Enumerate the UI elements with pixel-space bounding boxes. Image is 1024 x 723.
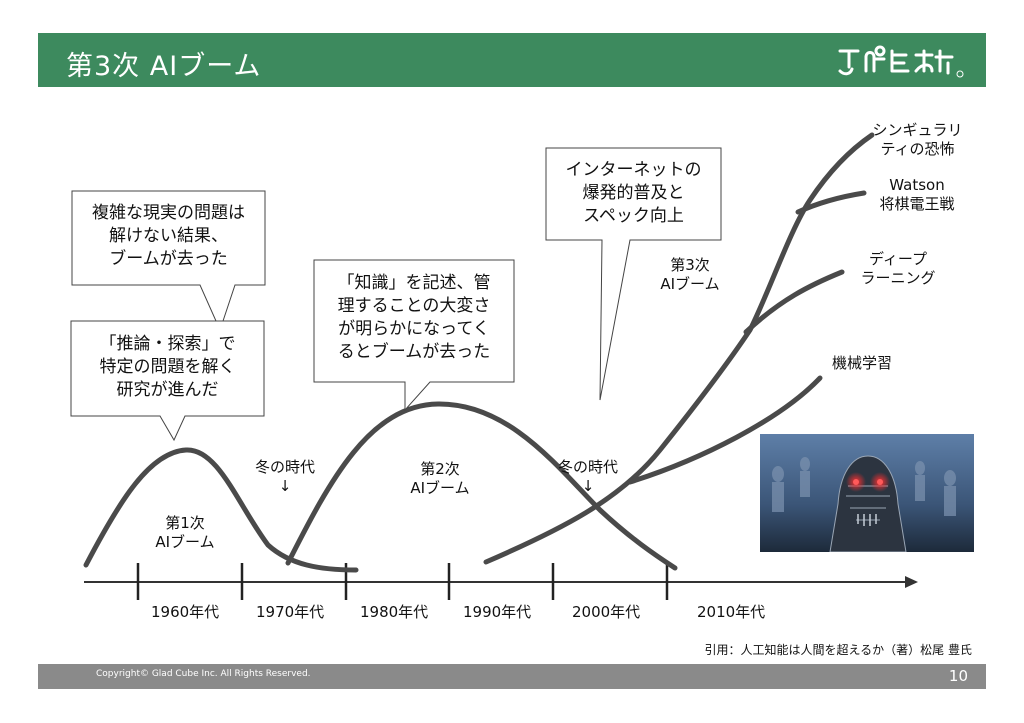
callout-box-internet [545,147,722,401]
machine-learning-branch [627,375,823,485]
decade-label-1960: 1960年代 [151,603,220,621]
boom1-label: 第1次 AIブーム [155,514,215,551]
boom3-label: 第3次 AIブーム [660,256,720,293]
slide-title: 第3次 AIブーム [66,51,262,82]
decade-label-2000: 2000年代 [572,603,641,621]
callout-box-first-research [70,320,265,442]
terminator-robot-image [760,434,974,552]
decade-label-1970: 1970年代 [256,603,325,621]
footer-bar: Copyright© Glad Cube Inc. All Rights Res… [38,664,986,689]
winter1-label: 冬の時代 ↓ [254,458,315,495]
second-boom-curve [285,401,678,571]
watson-label: Watson 将棋電王戦 [879,176,955,213]
machine-learning-label: 機械学習 [831,354,892,372]
callout-text-second: 「知識」を記述、管 理することの大変さ が明らかになってく るとブームが去った [337,273,491,362]
callout-text-first-research: 「推論・探索」で 特定の問題を解く 研究が進んだ [99,334,236,400]
decade-label-1990: 1990年代 [463,603,532,621]
deep-learning-label: ディープ ラーニング [860,250,936,287]
citation-text: 引用：人工知能は人間を超えるか（著）松尾 豊氏 [704,643,972,657]
callout-box-second [313,259,515,412]
decade-label-2010: 2010年代 [697,603,766,621]
decade-label-1980: 1980年代 [360,603,429,621]
singularity-label: シンギュラリ ティの恐怖 [872,121,963,158]
first-boom-curve [83,447,359,573]
page-number: 10 [948,667,968,685]
winter2-label: 冬の時代 ↓ [557,458,618,495]
timeline-axis [84,563,918,600]
callout-text-internet: インターネットの 爆発的普及と スペック向上 [565,160,702,226]
deep-learning-branch [743,269,845,335]
boom2-label: 第2次 AIブーム [410,460,470,497]
sigtest-logo [838,45,964,78]
callout-text-first-problem: 複雑な現実の問題は 解けない結果、 ブームが去った [92,203,245,269]
copyright-text: Copyright© Glad Cube Inc. All Rights Res… [96,669,311,679]
callout-box-first-problem [71,190,266,332]
watson-branch [795,190,867,215]
header-bar: 第3次 AIブーム [38,33,986,87]
third-boom-trunk [483,132,875,565]
